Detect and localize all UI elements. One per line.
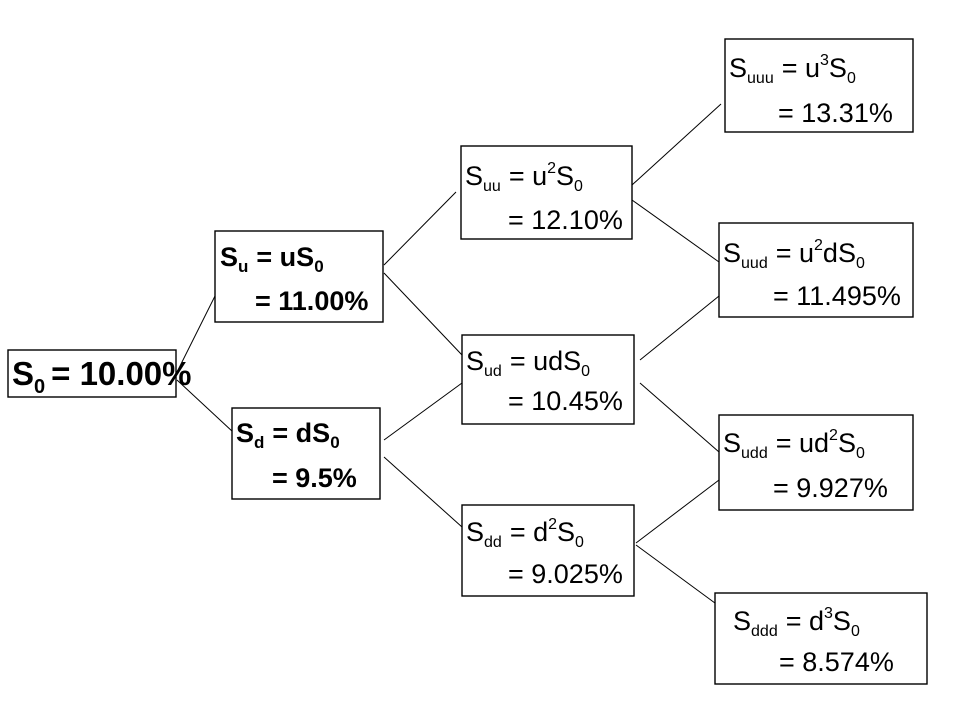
- node-sdd: Sdd= d2S0 = 9.025%: [461, 504, 635, 597]
- node-value: = 12.10%: [508, 205, 623, 235]
- node-suud: Suud= u2dS0 = 11.495%: [718, 222, 914, 318]
- node-box: [724, 38, 914, 133]
- node-suu: Suu= u2S0 = 12.10%: [460, 145, 633, 240]
- node-equation: Suud= u2dS0: [723, 237, 865, 272]
- node-sudd: Sudd= ud2S0 = 9.927%: [718, 414, 914, 511]
- node-value: = 9.927%: [773, 473, 888, 503]
- node-value: = 13.31%: [778, 98, 893, 128]
- node-box: [460, 145, 633, 240]
- node-box: [231, 407, 381, 500]
- node-suuu: Suuu= u3S0 = 13.31%: [724, 38, 914, 133]
- tree-edges: [176, 103, 722, 607]
- node-box: [461, 504, 635, 597]
- node-equation: S0= 10.00%: [12, 355, 192, 398]
- node-equation: Su= uS0: [220, 242, 324, 276]
- node-su: Su= uS0 = 11.00%: [214, 230, 384, 323]
- edge-su-suu: [383, 191, 457, 266]
- node-equation: Sudd= ud2S0: [723, 427, 865, 462]
- node-equation: Sud= udS0: [466, 346, 590, 380]
- node-equation: Suu= u2S0: [465, 160, 583, 195]
- node-equation: Suuu= u3S0: [729, 52, 856, 87]
- node-box: [214, 230, 384, 323]
- node-equation: Sdd= d2S0: [466, 516, 584, 551]
- node-value: = 11.495%: [773, 281, 901, 311]
- node-value: = 11.00%: [255, 286, 368, 316]
- edge-suu-suuu: [631, 103, 722, 186]
- node-sd: Sd= dS0 = 9.5%: [231, 407, 381, 500]
- node-box: [7, 349, 177, 398]
- edge-s0-su: [176, 295, 216, 373]
- node-s0: S0= 10.00%: [7, 349, 192, 398]
- edge-su-sud: [383, 272, 463, 356]
- node-value: = 9.025%: [508, 559, 623, 589]
- node-sud: Sud= udS0 = 10.45%: [461, 334, 635, 425]
- node-value: = 10.45%: [508, 386, 623, 416]
- edge-sud-suud: [639, 295, 720, 361]
- node-box: [714, 592, 928, 685]
- node-box: [718, 222, 914, 318]
- edge-sdd-sddd: [635, 544, 720, 607]
- node-box: [718, 414, 914, 511]
- node-equation: Sd= dS0: [236, 418, 340, 452]
- edge-sud-sudd: [639, 382, 720, 453]
- edge-suu-suud: [631, 199, 720, 263]
- edge-s0-sd: [176, 379, 234, 433]
- edge-sd-sdd: [383, 456, 463, 528]
- node-value: = 9.5%: [272, 463, 357, 493]
- node-sddd: Sddd= d3S0 = 8.574%: [714, 592, 928, 685]
- node-box: [461, 334, 635, 425]
- edge-sd-sud: [383, 382, 463, 441]
- node-equation: Sddd= d3S0: [733, 605, 860, 640]
- node-value: = 8.574%: [779, 647, 894, 677]
- edge-sdd-sudd: [635, 479, 720, 544]
